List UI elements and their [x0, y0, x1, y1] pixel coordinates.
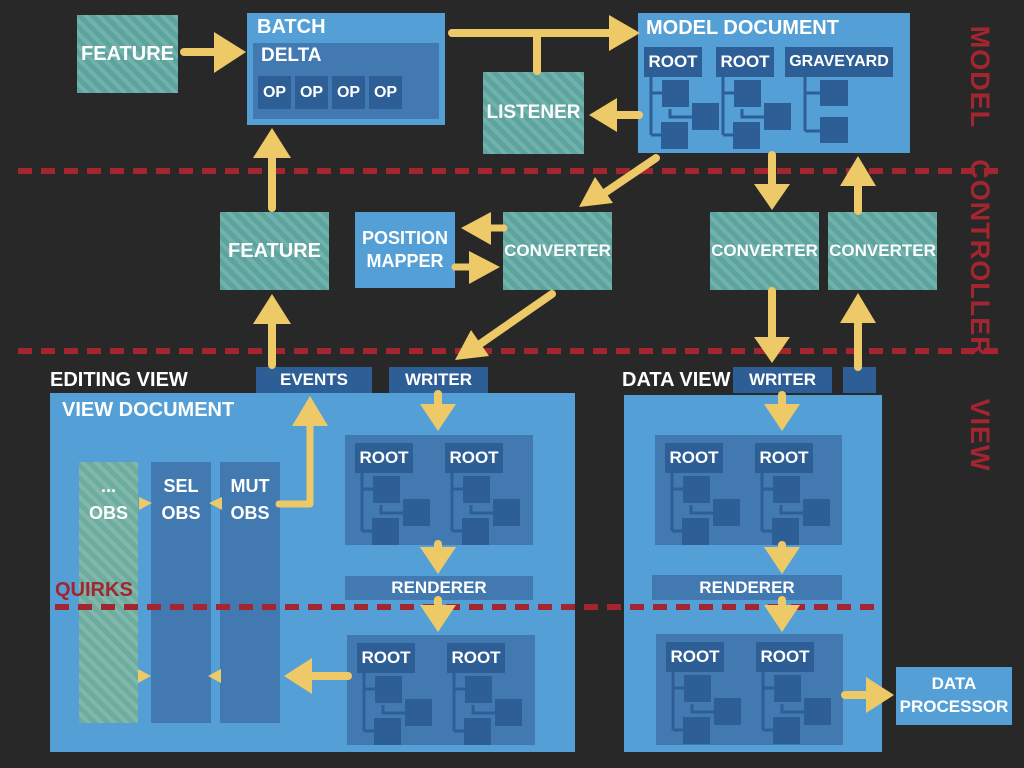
quirks-label: QUIRKS	[55, 579, 133, 601]
delta-title: DELTA	[261, 45, 322, 66]
data-processor-box: DATA PROCESSOR	[896, 667, 1012, 725]
view-document-title: VIEW DOCUMENT	[62, 399, 235, 421]
root-label: ROOT	[445, 443, 503, 473]
root-label: ROOT	[355, 443, 413, 473]
controller-layer-label: CONTROLLER	[965, 159, 995, 357]
arrow-converter3-to-model-document	[840, 156, 876, 215]
op-box: OP	[258, 76, 291, 109]
events-tab: EVENTS	[256, 367, 372, 393]
batch-title: BATCH	[257, 16, 326, 38]
node-tree	[355, 473, 435, 545]
observer-column-generic: ... OBS	[79, 462, 138, 723]
writer-tab-editing: WRITER	[389, 367, 488, 393]
observer-line1: SEL	[163, 476, 199, 496]
node-tree	[447, 673, 527, 745]
graveyard-label: GRAVEYARD	[785, 47, 893, 77]
node-tree-svg	[670, 473, 740, 545]
observer-column-selection: SEL OBS	[151, 462, 211, 723]
model-layer-label: MODEL	[965, 25, 995, 129]
root-label: ROOT	[357, 643, 415, 673]
model-controller-divider	[18, 168, 1006, 174]
arrow-converter-to-position-mapper	[461, 212, 508, 245]
view-layer-label: VIEW	[965, 398, 995, 472]
observer-line1: MUT	[230, 476, 270, 496]
arrow-position-mapper-to-converter	[451, 251, 500, 284]
node-tree	[798, 77, 860, 151]
arrow-data-view-to-converter3	[840, 293, 876, 371]
node-tree-svg	[450, 473, 520, 545]
converter-box: CONVERTER	[828, 212, 937, 290]
node-tree-svg	[671, 672, 741, 744]
arrow-batch-to-model-document	[448, 15, 640, 75]
root-tree-container: ROOT ROOT	[655, 435, 842, 545]
data-view-box: ROOT ROOT RENDERER ROOT ROOT	[624, 395, 882, 752]
root-label: ROOT	[755, 443, 813, 473]
delta-box: DELTA OP OP OP OP	[253, 43, 439, 119]
model-document-box: MODEL DOCUMENT ROOT ROOT GRAVEYARD	[638, 13, 910, 153]
observer-column-mutation: MUT OBS	[220, 462, 280, 723]
quirks-divider	[55, 604, 878, 610]
renderer-box-editing: RENDERER	[345, 576, 533, 600]
observer-line2: OBS	[161, 503, 201, 523]
node-tree-svg	[761, 672, 831, 744]
node-tree-svg	[360, 473, 430, 545]
node-tree-svg	[452, 673, 522, 745]
root-label: ROOT	[644, 47, 702, 77]
op-box: OP	[332, 76, 365, 109]
root-label: ROOT	[756, 642, 814, 672]
spacer-tab	[843, 367, 876, 393]
arrow-events-to-feature	[253, 294, 291, 369]
observer-line2: OBS	[88, 503, 128, 523]
root-label: ROOT	[665, 443, 723, 473]
node-tree-svg	[362, 673, 432, 745]
node-tree	[755, 473, 835, 545]
arrow-model-document-to-listener	[589, 98, 643, 132]
converter-box: CONVERTER	[503, 212, 612, 290]
root-label: ROOT	[716, 47, 774, 77]
observer-line2: OBS	[230, 503, 270, 523]
data-view-title: DATA VIEW	[622, 369, 731, 391]
arrow-feature-to-batch	[180, 32, 246, 73]
node-tree-svg	[649, 77, 719, 149]
node-tree-svg	[721, 77, 791, 149]
node-tree	[644, 77, 724, 151]
root-tree-container: ROOT ROOT	[656, 634, 843, 745]
node-tree	[665, 473, 745, 545]
editing-view-title: EDITING VIEW	[50, 369, 188, 391]
root-tree-container: ROOT ROOT	[347, 635, 535, 745]
op-box: OP	[295, 76, 328, 109]
arrow-model-document-to-converter2	[754, 151, 790, 210]
position-mapper-box: POSITION MAPPER	[355, 212, 455, 288]
node-tree	[716, 77, 796, 151]
writer-tab-data: WRITER	[733, 367, 832, 393]
root-label: ROOT	[447, 643, 505, 673]
arrow-model-document-to-converter	[579, 154, 660, 207]
node-tree-svg	[760, 473, 830, 545]
node-tree	[445, 473, 525, 545]
root-label: ROOT	[666, 642, 724, 672]
renderer-box-data: RENDERER	[652, 575, 842, 600]
controller-view-divider	[18, 348, 1006, 354]
node-tree	[756, 672, 836, 744]
feature-box-model: FEATURE	[77, 15, 178, 93]
node-tree	[357, 673, 437, 745]
op-box: OP	[369, 76, 402, 109]
editing-view-box: VIEW DOCUMENT ... OBS SEL OBS MUT OBS QU…	[50, 393, 575, 752]
model-document-title: MODEL DOCUMENT	[646, 17, 839, 39]
node-tree-svg	[803, 77, 848, 143]
converter-box: CONVERTER	[710, 212, 819, 290]
feature-box-controller: FEATURE	[220, 212, 329, 290]
root-tree-container: ROOT ROOT	[345, 435, 533, 545]
listener-box: LISTENER	[483, 72, 584, 154]
batch-box: BATCH DELTA OP OP OP OP	[247, 13, 445, 125]
node-tree	[666, 672, 746, 744]
observer-line1: ...	[100, 476, 116, 496]
